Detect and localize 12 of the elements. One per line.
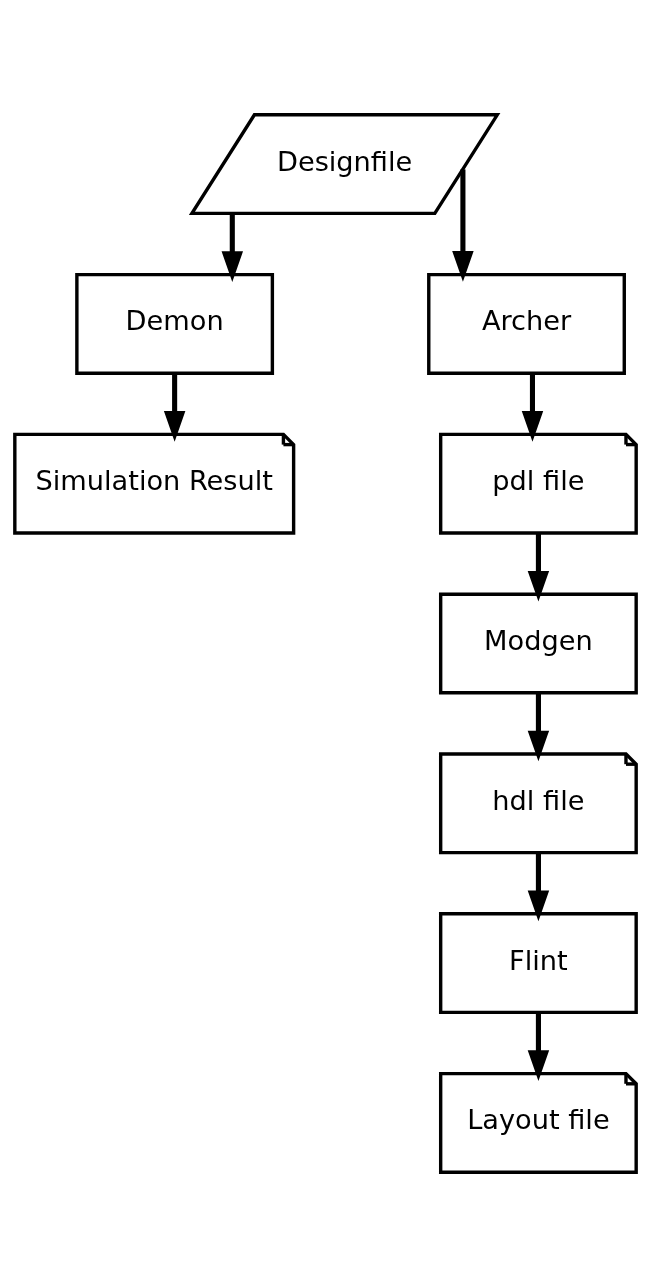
arrow: [527, 693, 550, 762]
node-box: Flint: [438, 912, 638, 1015]
node-box: Modgen: [438, 592, 638, 695]
node-box: Archer: [427, 272, 626, 375]
arrow: [527, 1012, 550, 1081]
node-box: Demon: [75, 272, 275, 375]
arrow: [527, 533, 550, 602]
arrow: [221, 213, 244, 282]
arrow: [452, 169, 474, 282]
arrow: [521, 373, 544, 442]
arrow: [163, 373, 186, 442]
arrow: [527, 853, 550, 922]
